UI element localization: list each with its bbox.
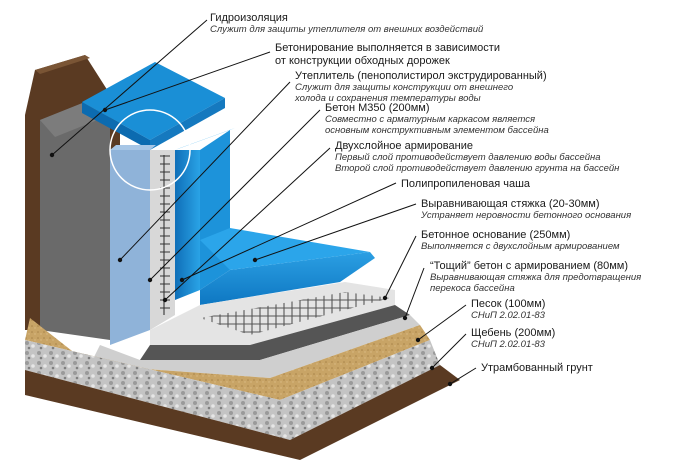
label-desc: холода и сохранения температуры воды: [295, 92, 481, 104]
label-desc: перекоса бассейна: [430, 282, 515, 294]
label-title: Полипропиленовая чаша: [401, 178, 531, 190]
label-concrete-base: Бетонное основание (250мм) Выполняется с…: [421, 229, 620, 253]
label-title: Бетонное основание (250мм): [421, 229, 571, 241]
label-pp-bowl: Полипропиленовая чаша: [401, 178, 530, 191]
label-lean-concrete: “Тощий” бетон с армированием (80мм) Выра…: [430, 260, 641, 294]
leader-lines: [51, 19, 477, 385]
label-double-reinforcement: Двухслойное армирование Первый слой прот…: [335, 140, 619, 174]
label-desc: Выравнивающая стяжка для предотвращения: [430, 271, 642, 283]
label-title: Двухслойное армирование: [335, 140, 473, 152]
label-desc: СНиП 2.02.01-83: [471, 338, 545, 350]
label-sand: Песок (100мм) СНиП 2.02.01-83: [471, 298, 545, 322]
label-desc: Выполняется с двухслойным армированием: [421, 240, 620, 252]
outer-wall: [40, 98, 110, 340]
label-title: Гидроизоляция: [210, 12, 288, 24]
base-layers: [25, 282, 460, 460]
label-title: Утрамбованный грунт: [481, 362, 593, 374]
label-title: Песок (100мм): [471, 298, 546, 310]
label-desc: Служит для защиты конструкции от внешнег…: [295, 81, 514, 93]
label-desc: Второй слой противодействует давлению гр…: [335, 162, 620, 174]
label-leveling-screed: Выравнивающая стяжка (20-30мм) Устраняет…: [421, 198, 631, 222]
label-concrete-m350: Бетон М350 (200мм) Совместно с арматурны…: [325, 102, 549, 136]
label-title: Выравнивающая стяжка (20-30мм): [421, 198, 600, 210]
label-gravel: Щебень (200мм) СНиП 2.02.01-83: [471, 327, 555, 351]
label-concreting: Бетонирование выполняется в зависимости …: [275, 42, 500, 67]
label-title: Бетонирование выполняется в зависимости: [275, 42, 500, 54]
label-title: “Тощий” бетон с армированием (80мм): [430, 260, 629, 272]
label-desc: Устраняет неровности бетонного основания: [421, 209, 632, 221]
detail-circle: [109, 109, 191, 191]
label-title: Бетон М350 (200мм): [325, 102, 430, 114]
label-insulation: Утеплитель (пенополистирол экструдирован…: [295, 70, 547, 104]
label-waterproofing: Гидроизоляция Служит для защиты утеплите…: [210, 12, 483, 36]
label-desc: СНиП 2.02.01-83: [471, 309, 545, 321]
leader-dots: [49, 107, 453, 387]
pool-floor: [200, 228, 375, 305]
label-title: Утеплитель (пенополистирол экструдирован…: [295, 70, 547, 82]
label-title-line2: от конструкции обходных дорожек: [275, 54, 450, 67]
label-desc: Служит для защиты утеплителя от внешних …: [210, 23, 484, 35]
label-desc: Совместно с арматурным каркасом является: [325, 113, 536, 125]
label-compacted-soil: Утрамбованный грунт: [481, 362, 593, 375]
label-title: Щебень (200мм): [471, 327, 556, 339]
insulation-layer: [110, 145, 156, 345]
label-desc: основным конструктивным элементом бассей…: [325, 124, 549, 136]
rebar-wall: [160, 155, 170, 315]
label-desc: Первый слой противодействует давлению во…: [335, 151, 601, 163]
